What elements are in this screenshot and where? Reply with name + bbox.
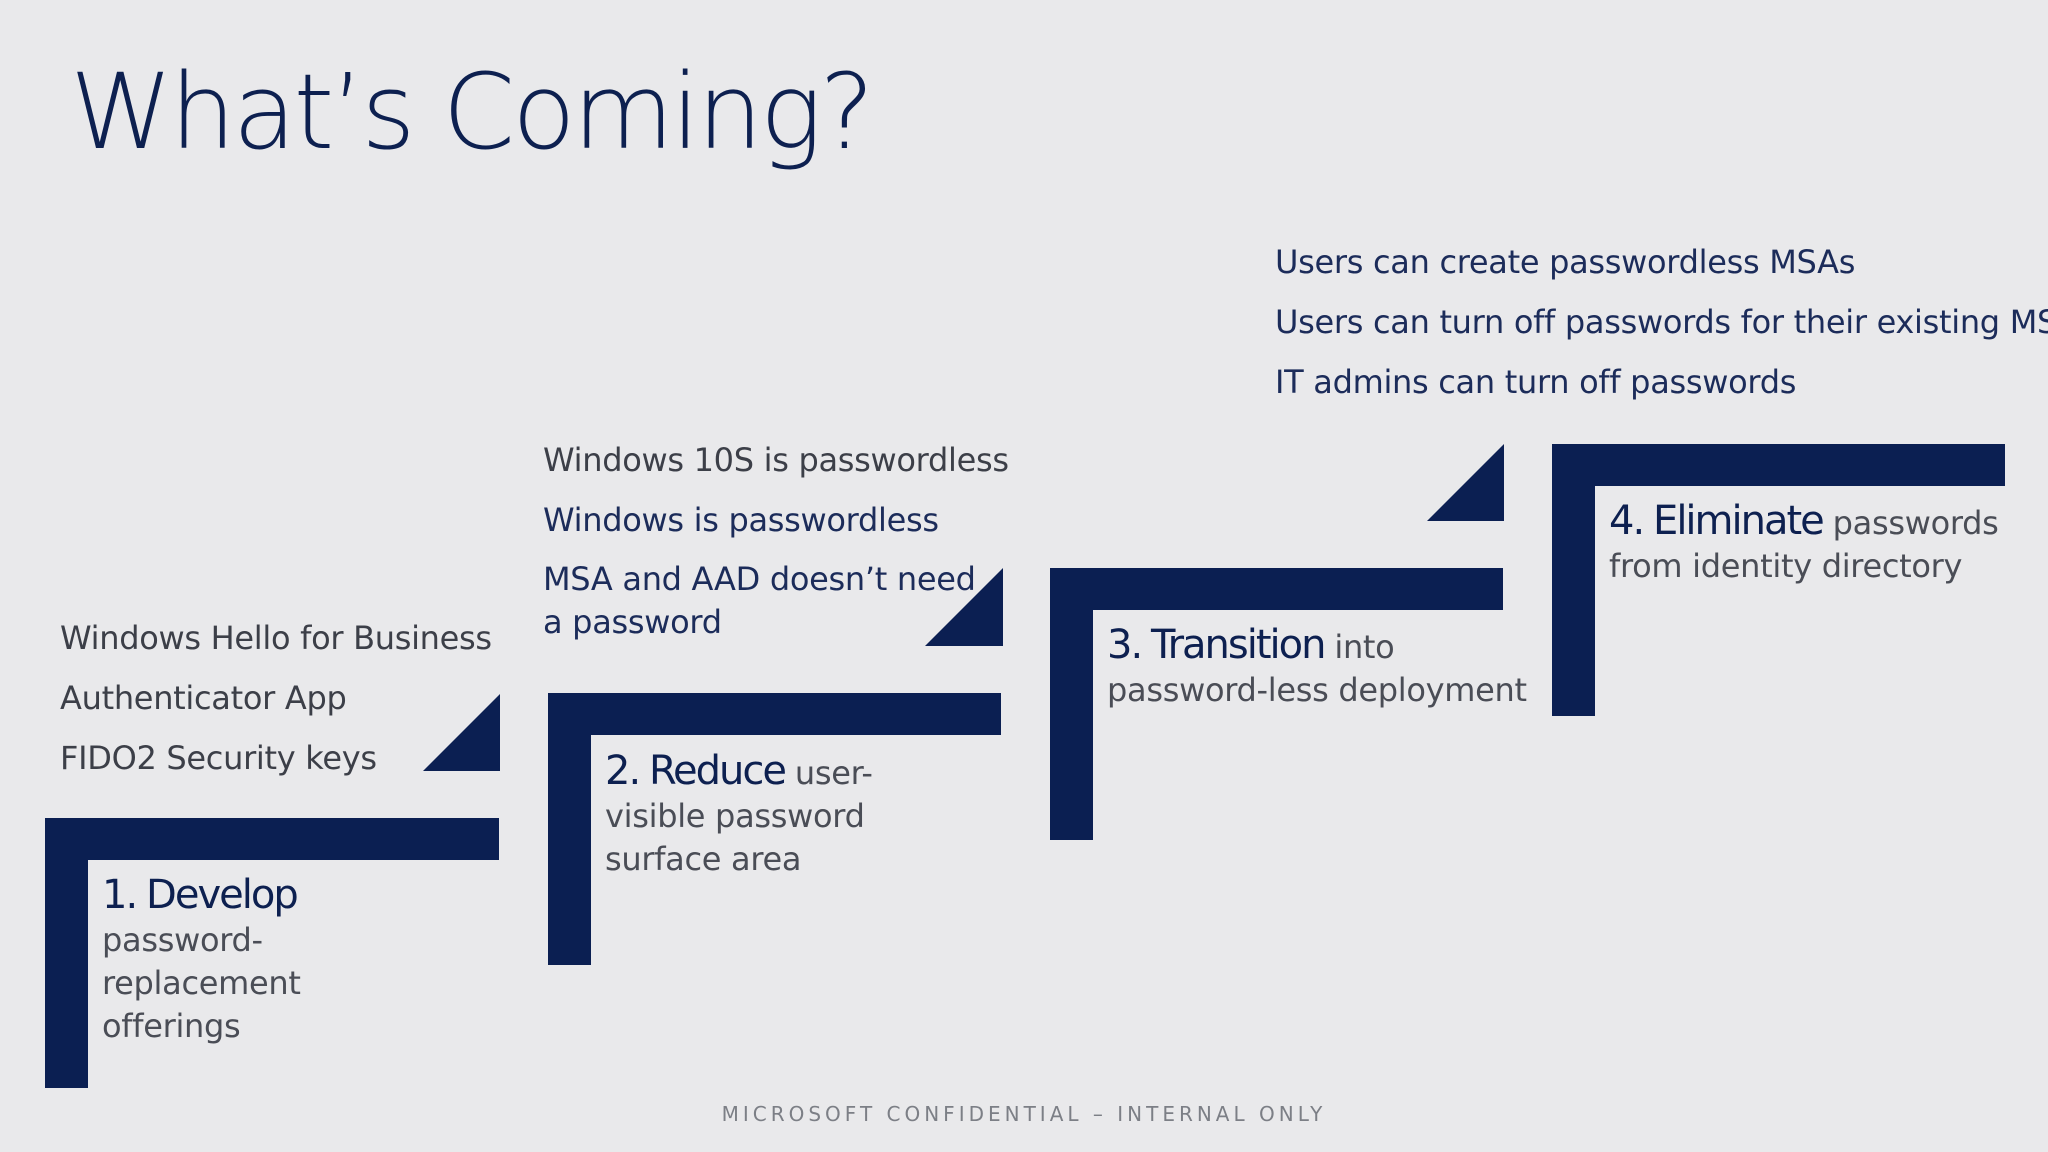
slide-title: What’s Coming?	[70, 51, 875, 173]
step-verb: Eliminate	[1653, 498, 1825, 544]
step-1-list: Windows Hello for Business Authenticator…	[60, 608, 492, 788]
step-1-bracket-side	[45, 818, 88, 1088]
step-verb: Reduce	[649, 748, 787, 794]
confidential-footer: MICROSOFT CONFIDENTIAL – INTERNAL ONLY	[721, 1102, 1327, 1126]
step-description: into password-less deployment	[1107, 628, 1527, 709]
step-2-arrow-triangle	[925, 568, 1003, 646]
step-2-label: 2. Reduce user-visible password surface …	[605, 750, 945, 881]
step-3-label: 3. Transition into password-less deploym…	[1107, 624, 1527, 712]
list-item: IT admins can turn off passwords	[1275, 363, 1797, 401]
step-2-list: Windows 10S is passwordless Windows is p…	[543, 430, 1009, 644]
step-4-bracket-top	[1552, 444, 2005, 486]
step-4-bracket-side	[1552, 444, 1595, 716]
step-number: 1.	[102, 872, 138, 918]
step-verb: Transition	[1151, 622, 1326, 668]
step-description: passwords from identity directory	[1609, 504, 1999, 585]
step-description: user-visible password surface area	[605, 754, 873, 878]
list-item: MSA and AAD doesn’t need a password	[543, 560, 976, 641]
step-4-label: 4. Eliminate passwords from identity dir…	[1609, 500, 2009, 588]
step-3-bracket-side	[1050, 568, 1093, 840]
step-1-arrow-triangle	[423, 694, 500, 771]
step-4-list: Users can create passwordless MSAs Users…	[1275, 232, 2048, 412]
step-number: 2.	[605, 748, 641, 794]
step-1-label: 1. Develop password-replacement offering…	[102, 874, 442, 1048]
list-item: FIDO2 Security keys	[60, 739, 377, 777]
step-2-bracket-side	[548, 693, 591, 965]
list-item: Windows is passwordless	[543, 501, 939, 539]
step-2-bracket-top	[548, 693, 1001, 735]
step-description: password-replacement offerings	[102, 921, 301, 1045]
step-3-arrow-triangle	[1427, 444, 1504, 521]
list-item: Users can create passwordless MSAs	[1275, 243, 1856, 281]
list-item: Users can turn off passwords for their e…	[1275, 303, 2048, 341]
step-number: 4.	[1609, 498, 1645, 544]
step-verb: Develop	[146, 872, 299, 918]
step-number: 3.	[1107, 622, 1143, 668]
list-item: Authenticator App	[60, 679, 347, 717]
list-item: Windows 10S is passwordless	[543, 441, 1009, 479]
list-item: Windows Hello for Business	[60, 619, 492, 657]
step-3-bracket-top	[1050, 568, 1503, 610]
step-1-bracket-top	[45, 818, 499, 860]
